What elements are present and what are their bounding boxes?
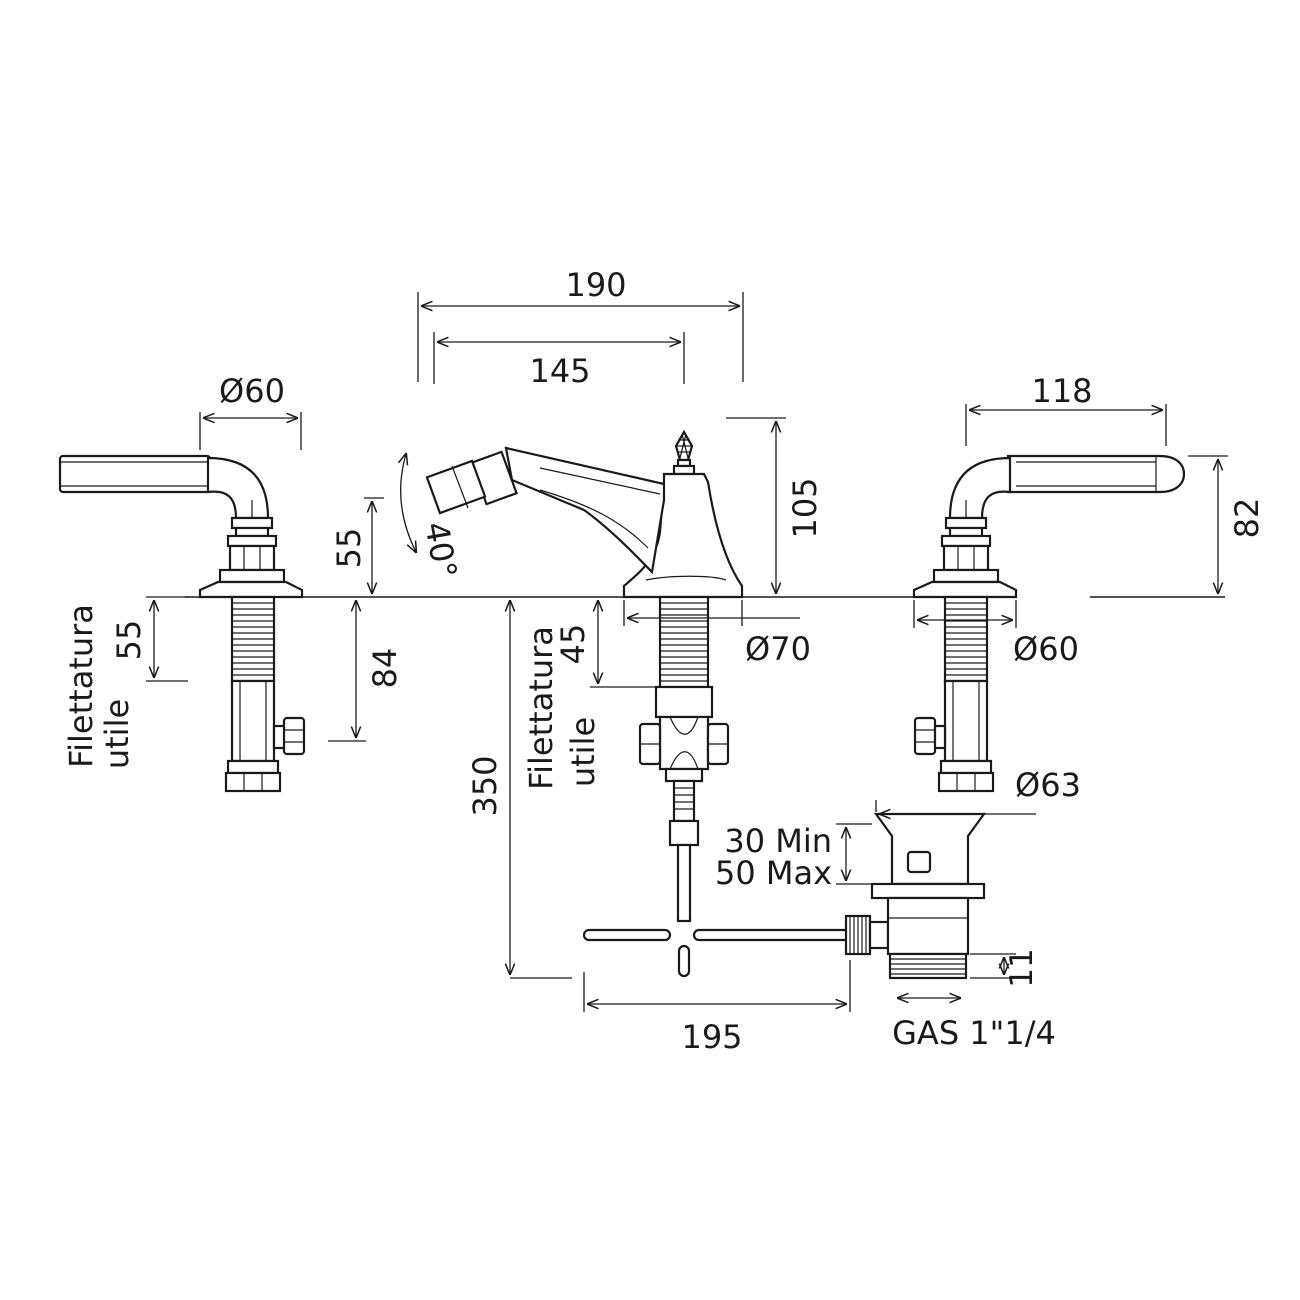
dim-body-base-diameter: Ø70 (623, 600, 811, 668)
label-84: 84 (366, 648, 404, 689)
popup-waste (870, 812, 987, 980)
label-gas: GAS 1"1/4 (892, 1014, 1056, 1052)
dim-left-thread: 55 (110, 596, 188, 682)
dim-spout-height: 55 (330, 497, 384, 593)
label-145: 145 (529, 352, 590, 390)
dim-body-height: 105 (726, 417, 824, 593)
label-70: Ø70 (745, 630, 811, 668)
label-left-diameter: Ø60 (219, 372, 285, 410)
dim-deck-thickness: 30 Min 50 Max (715, 822, 872, 892)
dim-rod-length: 350 (466, 601, 572, 979)
dim-waste-thread: GAS 1"1/4 (892, 998, 1056, 1052)
dim-center-thread: 45 (554, 601, 656, 688)
label-105: 105 (786, 477, 824, 538)
label-left-thread-title-1: Filettatura (62, 604, 100, 768)
label-left-thread: 55 (110, 620, 148, 661)
label-max: 50 Max (715, 854, 832, 892)
label-63: Ø63 (1015, 766, 1081, 804)
label-right-base-diameter: Ø60 (1013, 630, 1079, 668)
dim-waste-offset: 195 (583, 960, 851, 1056)
waste-linkage (582, 914, 890, 978)
dim-waste-thread-height: 11 (970, 948, 1040, 988)
bidet-mixer-body (425, 429, 744, 923)
label-min: 30 Min (724, 822, 832, 860)
dim-waste-flange: Ø63 (875, 766, 1081, 814)
dim-left-handle-diameter: Ø60 (199, 372, 302, 450)
label-left-thread-title-2: utile (98, 699, 136, 769)
label-center-thread: 45 (554, 624, 592, 665)
dim-right-handle-height: 82 (1188, 455, 1266, 593)
label-190: 190 (565, 266, 626, 304)
dim-right-handle-reach: 118 (965, 372, 1167, 446)
right-valve (912, 454, 1186, 793)
left-valve (58, 454, 306, 793)
dim-overall-width: 190 (417, 266, 744, 382)
label-82: 82 (1228, 498, 1266, 539)
dim-left-shank: 84 (328, 601, 404, 742)
dim-right-base-diameter: Ø60 (913, 600, 1079, 668)
label-11: 11 (1004, 948, 1040, 987)
label-center-thread-title-1: Filettatura (522, 626, 560, 790)
label-center-thread-title-2: utile (564, 717, 602, 787)
label-40-deg: 40° (417, 519, 464, 581)
label-195: 195 (681, 1018, 742, 1056)
label-350: 350 (466, 755, 504, 816)
label-118: 118 (1031, 372, 1092, 410)
label-spout-height: 55 (330, 528, 368, 569)
dim-spout-reach: 145 (433, 332, 685, 390)
